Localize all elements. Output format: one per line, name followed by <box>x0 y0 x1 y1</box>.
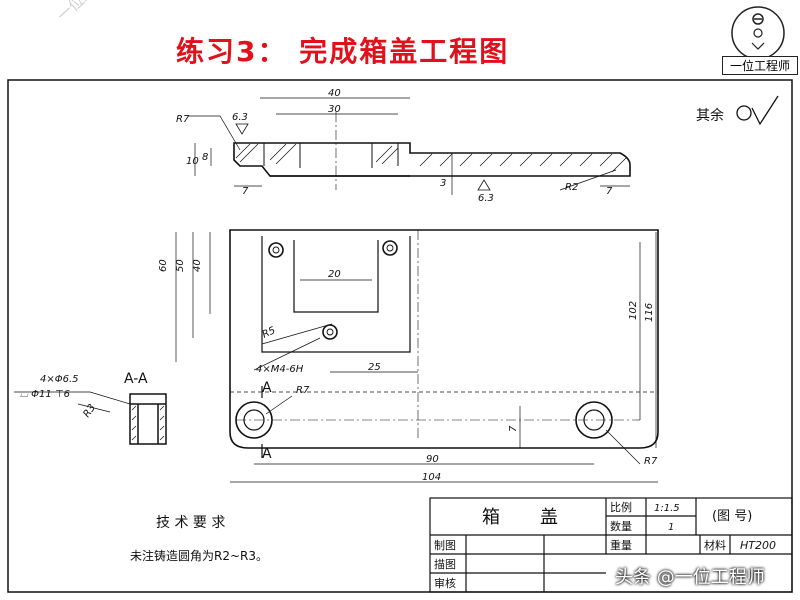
dim-r5: R5 <box>261 325 278 341</box>
dim-60: 60 <box>158 259 169 272</box>
drawing-number: (图 号) <box>712 509 752 524</box>
plan-view <box>175 229 659 483</box>
dim-r7-right: R7 <box>644 456 658 467</box>
title-block <box>429 497 793 593</box>
dim-7-right: 7 <box>606 186 613 197</box>
qty-value: 1 <box>668 522 674 533</box>
weight-label: 重量 <box>610 538 632 552</box>
hole-callout-2: ⌴ Φ11 ⊤6 <box>20 389 70 400</box>
section-mark-bottom: A <box>262 446 272 462</box>
dim-roughness-bottom: 6.3 <box>478 193 494 204</box>
dim-r2: R2 <box>565 182 578 193</box>
dim-116: 116 <box>644 303 655 322</box>
dim-r7-hole: R7 <box>296 385 310 396</box>
section-mark-top: A <box>262 380 272 396</box>
dim-40-vert: 40 <box>192 259 203 272</box>
dim-roughness-6-3: 6.3 <box>232 112 248 123</box>
dim-8: 8 <box>202 152 208 163</box>
part-name-1: 箱 <box>482 507 500 528</box>
dim-r3: R3 <box>81 403 98 420</box>
footer-watermark: 头条 @一位工程师 <box>615 567 765 588</box>
row-drawn: 制图 <box>434 539 456 552</box>
page-title: 练习3： 完成箱盖工程图 <box>176 35 510 68</box>
section-view <box>14 391 167 445</box>
dim-20: 20 <box>328 269 341 280</box>
dim-104: 104 <box>422 472 441 483</box>
plan-view-dims: 60 50 40 20 R5 4×M4-6H 25 102 116 R7 7 9… <box>158 259 658 483</box>
drawing-frame <box>7 79 793 593</box>
dim-40: 40 <box>328 88 341 99</box>
dim-90: 90 <box>426 454 439 465</box>
side-view-dims: 40 30 R7 6.3 10 8 7 3 6.3 R2 7 <box>176 88 613 204</box>
part-name-2: 盖 <box>540 507 558 528</box>
surface-note: 其余 <box>696 107 724 124</box>
side-view <box>188 97 631 195</box>
material-label: 材料 <box>704 538 726 552</box>
roughness-symbol-icon <box>736 95 779 126</box>
row-checked: 审核 <box>434 576 456 590</box>
dim-102: 102 <box>628 301 639 320</box>
scale-value: 1:1.5 <box>654 503 680 514</box>
dim-3: 3 <box>440 178 446 189</box>
scale-label: 比例 <box>610 500 632 514</box>
material-value: HT200 <box>740 539 776 552</box>
dim-30: 30 <box>328 104 341 115</box>
dim-25: 25 <box>368 362 381 373</box>
logo-label: 一位工程师 <box>722 56 798 75</box>
row-traced: 描图 <box>434 557 456 571</box>
hole-callout-1: 4×Φ6.5 <box>40 374 79 385</box>
dim-7-plan: 7 <box>508 425 519 432</box>
dim-10: 10 <box>186 156 199 167</box>
tech-req-note: 未注铸造圆角为R2~R3。 <box>130 548 268 563</box>
tech-req-title: 技 术 要 求 <box>156 515 225 531</box>
thread-callout: 4×M4-6H <box>256 364 304 375</box>
section-title: A-A <box>124 371 148 387</box>
qty-label: 数量 <box>610 520 632 533</box>
dim-r7: R7 <box>176 114 190 125</box>
dim-50: 50 <box>175 259 186 272</box>
title-block-text: 箱 盖 比例 1:1.5 (图 号) 数量 1 重量 材料 HT200 制图 描… <box>434 500 776 590</box>
dim-7-left: 7 <box>242 186 249 197</box>
